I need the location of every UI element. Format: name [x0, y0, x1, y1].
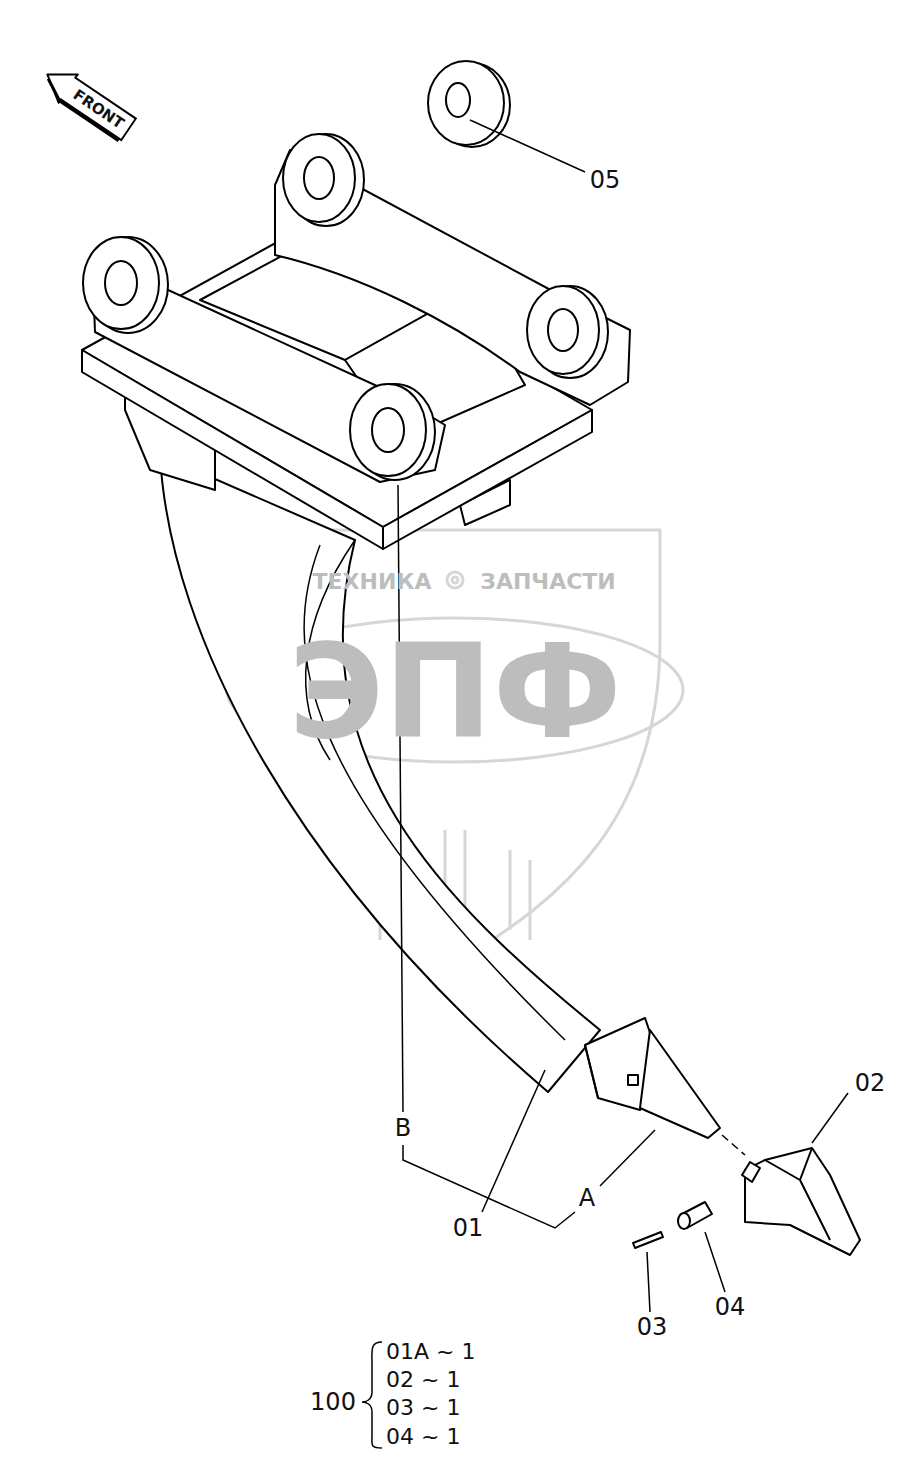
- direction-arrow: FRONT: [36, 59, 139, 145]
- arrow-shape: [38, 61, 138, 144]
- callout-number: 01: [453, 1215, 484, 1241]
- watermark-logo: ЭПФ: [288, 621, 621, 764]
- assembly-number: 100: [310, 1389, 356, 1415]
- callout-number: 03: [637, 1314, 668, 1340]
- kit-item: 04 ~ 1: [386, 1425, 460, 1449]
- callout-number: 04: [715, 1294, 746, 1320]
- kit-item: 02 ~ 1: [386, 1368, 460, 1392]
- reference-letter: B: [395, 1115, 411, 1141]
- reference-letter: A: [579, 1185, 595, 1211]
- ripper-drawing: [82, 61, 860, 1255]
- callout-number: 05: [590, 167, 621, 193]
- callout-number: 02: [855, 1070, 886, 1096]
- leader-lines: [362, 120, 848, 1448]
- kit-item: 03 ~ 1: [386, 1396, 460, 1420]
- watermark-text: ТЕХНИКА: [313, 570, 432, 594]
- kit-item: 01A ~ 1: [386, 1340, 475, 1364]
- watermark-text: ЗАПЧАСТИ: [480, 570, 615, 594]
